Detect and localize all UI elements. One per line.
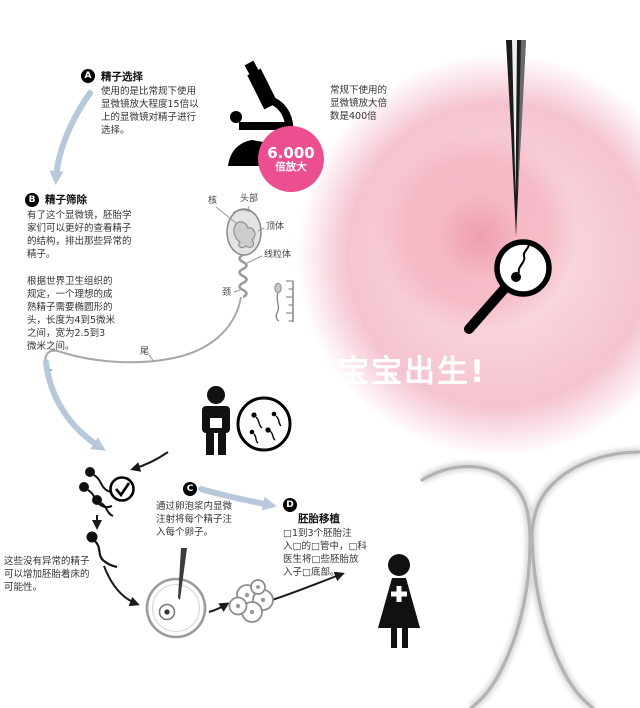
magnifier-icon [464,239,552,334]
step-b-body-2: 根据世界卫生组织的 规定，一个理想的成 熟精子需要椭圆形的 头，长度为4到5微米… [27,276,116,352]
baby-born-headline: 宝宝出生! [338,354,487,390]
magnification-value: 6.000 [267,144,315,162]
step-d-body: □1到3个胚胎注 入□的□管中，□科 医生将□些胚胎放 入子□底部。 [283,528,367,578]
flow-arrows [43,90,277,511]
label-tail: 尾 [140,347,150,357]
label-acrosome: 顶体 [266,222,285,232]
magnification-badge: 6.000 倍放大 [258,126,324,192]
check-icon [109,476,135,502]
uterus-illustration [419,447,640,708]
step-a-marker: A [81,69,95,83]
egg-injection-diagram [145,548,207,639]
selected-sperm-cluster [79,467,135,517]
step-a-body: 使用的是比常规下使用 显微镜放大程度15倍以 上的显微镜对精子进行 选择。 [101,86,199,136]
label-neck: 颈 [222,288,232,298]
man-icon [202,386,230,455]
magnification-unit: 倍放大 [275,161,307,173]
step-c-marker: C [183,482,197,496]
label-mitochondria: 线粒体 [264,250,292,260]
side-note: 这些没有异常的精子 可以增加胚胎着床的 可能性。 [4,556,90,593]
sperm-scale-ruler [274,280,294,322]
embryo-icon [228,579,274,623]
petri-dish-icon [236,396,292,452]
process-arrows [92,451,345,613]
step-d-marker: D [283,498,297,512]
step-d-title: 胚胎移植 [298,513,340,525]
single-sperm-icon [86,531,118,569]
magnification-note: 常规下使用的 显微镜放大倍 数是400倍 [330,85,388,122]
step-b-title: 精子筛除 [45,194,87,206]
step-a-title: 精子选择 [101,71,143,83]
label-nucleus: 核 [208,196,218,206]
label-head: 头部 [240,194,259,204]
woman-icon [378,554,420,648]
step-b-body-1: 有了这个显微镜，胚胎学 家们可以更好的查看精子 的结构，排出那些异常的 精子。 [27,210,132,260]
step-b-marker: B [25,193,39,207]
injection-needle [506,40,526,237]
step-c-body: 通过卵泡浆内显微 注射将每个精子注 入每个卵子。 [156,501,233,538]
